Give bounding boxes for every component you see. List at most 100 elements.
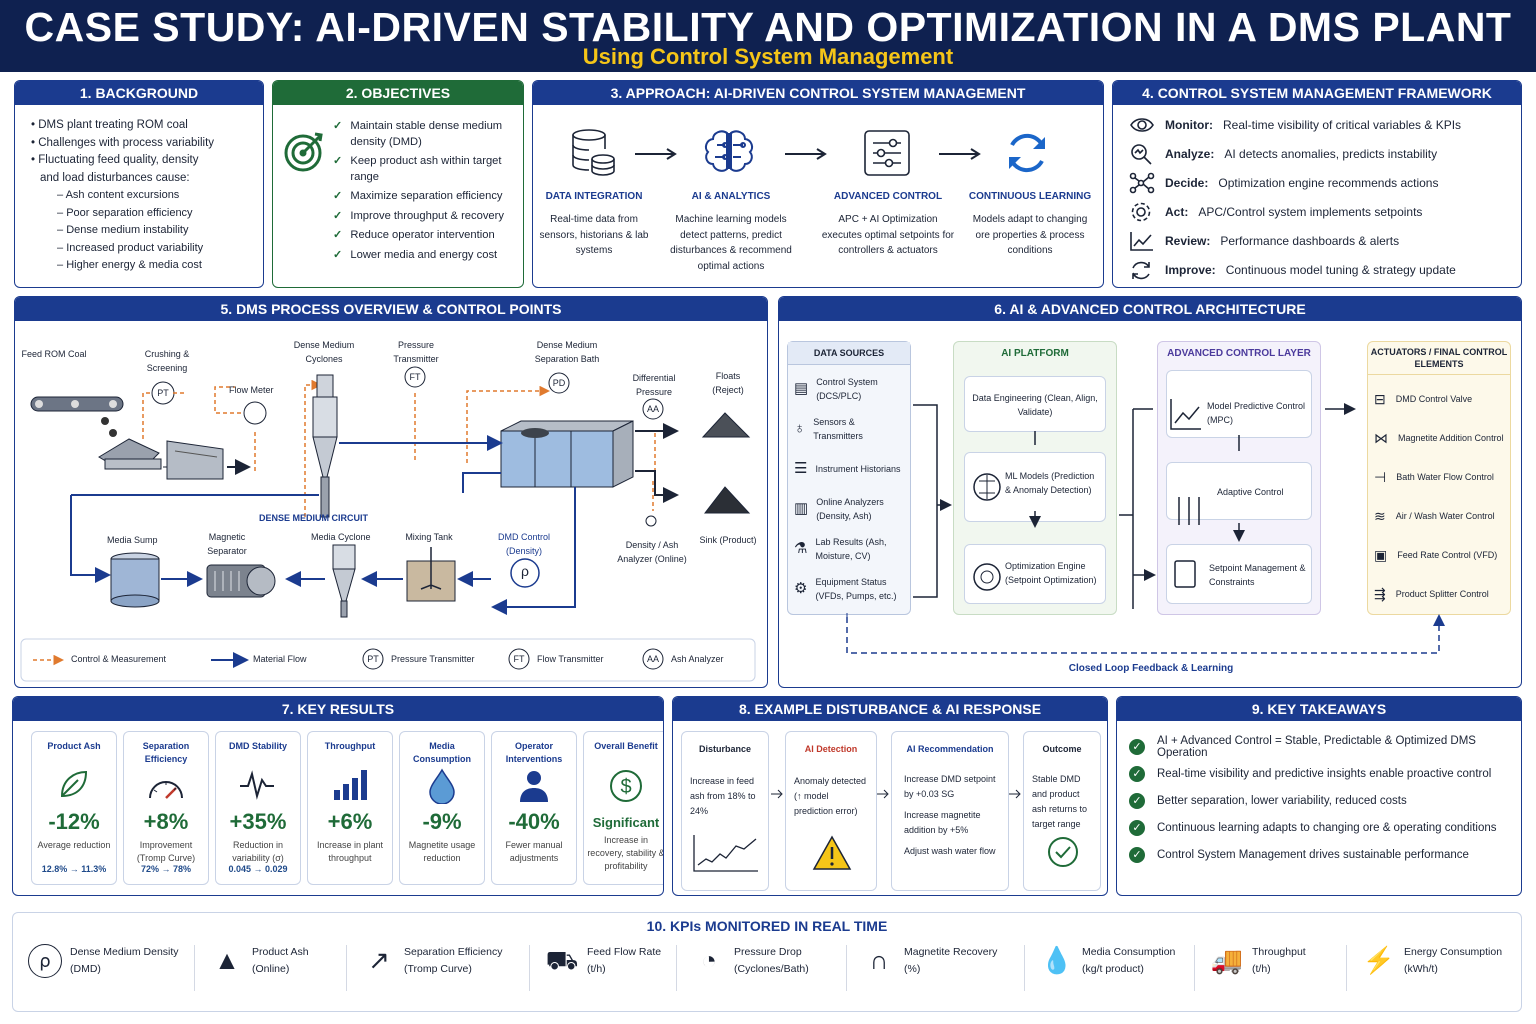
media-cyclone-label: Media Cyclone bbox=[311, 532, 371, 542]
kpi-panel bbox=[12, 912, 1522, 1012]
mixing-tank-icon bbox=[406, 547, 456, 602]
result-value: Significant bbox=[592, 815, 660, 830]
result-heading: Product Ash bbox=[47, 741, 101, 751]
result-heading: DMD Stability bbox=[228, 741, 287, 751]
legend-pt: Pressure Transmitter bbox=[391, 654, 475, 664]
aa-tag: AA bbox=[646, 404, 659, 414]
legend-pt-tag: PT bbox=[367, 654, 379, 664]
arrow-icon bbox=[939, 148, 981, 160]
gear-icon bbox=[1131, 202, 1151, 221]
magnetic-separator-icon bbox=[206, 564, 276, 598]
data-sources-box: DATA SOURCES ▤Control System (DCS/PLC) ♁… bbox=[787, 341, 911, 615]
approach-panel: 3. APPROACH: AI-DRIVEN CONTROL SYSTEM MA… bbox=[532, 80, 1104, 288]
legend-material: Material Flow bbox=[253, 654, 307, 664]
media-cyclone-icon bbox=[332, 544, 356, 618]
result-figure: 72% → 78% bbox=[140, 864, 192, 874]
background-item: • DMS plant treating ROM coal bbox=[31, 119, 188, 131]
results-title: 7. KEY RESULTS bbox=[13, 697, 663, 721]
legend-ft-tag: FT bbox=[513, 654, 525, 664]
database-icon bbox=[572, 129, 615, 176]
objective-item: ✓Keep product ash within target range bbox=[333, 155, 502, 183]
result-value: +8% bbox=[143, 809, 189, 834]
cyclones-label: Dense Medium Cyclones bbox=[293, 340, 355, 364]
crushing-label: Crushing & Screening bbox=[144, 349, 190, 373]
source-item: ⚙Equipment Status (VFDs, Pumps, etc.) bbox=[794, 577, 897, 601]
feedback-label: Closed Loop Feedback & Learning bbox=[1068, 663, 1234, 674]
actuator-item: ⋈Magnetite Addition Control bbox=[1374, 429, 1504, 446]
waveform-icon bbox=[240, 770, 274, 800]
actuator-item: ⊣Bath Water Flow Control bbox=[1374, 468, 1494, 485]
cycle-icon bbox=[1132, 261, 1150, 279]
actuator-item: ≋Air / Wash Water Control bbox=[1374, 507, 1495, 524]
takeaway-item: ✓Better separation, lower variability, r… bbox=[1129, 787, 1519, 814]
kpi-item: ⚡Energy Consumption(kWh/t) bbox=[1362, 944, 1502, 978]
background-item: • Fluctuating feed quality, density bbox=[31, 154, 199, 166]
disturbance-title: 8. EXAMPLE DISTURBANCE & AI RESPONSE bbox=[673, 697, 1107, 721]
legend-aa: Ash Analyzer bbox=[671, 654, 724, 664]
media-sump-label: Media Sump bbox=[107, 535, 158, 545]
header-banner: CASE STUDY: AI-DRIVEN STABILITY AND OPTI… bbox=[0, 0, 1536, 72]
objective-item: ✓Improve throughput & recovery bbox=[333, 209, 504, 222]
background-item: • Challenges with process variability bbox=[31, 136, 215, 149]
feed-label: Feed ROM Coal bbox=[21, 349, 87, 359]
ft-tag: FT bbox=[409, 372, 421, 382]
magnet-icon: ∩ bbox=[869, 945, 889, 975]
adaptive-control-card: Adaptive Control bbox=[1166, 462, 1312, 520]
takeaway-item: ✓Real-time visibility and predictive ins… bbox=[1129, 760, 1519, 787]
truck-icon: 🚚 bbox=[1210, 945, 1244, 975]
result-value: -40% bbox=[508, 809, 560, 834]
background-title: 1. BACKGROUND bbox=[15, 81, 263, 105]
framework-row-improve: Improve:Continuous model tuning & strate… bbox=[1129, 255, 1517, 284]
result-description: Increase in recovery, stability & profit… bbox=[587, 835, 664, 871]
svg-text:$: $ bbox=[620, 776, 631, 798]
actuator-item: ⊟DMD Control Valve bbox=[1374, 390, 1473, 407]
leaf-icon bbox=[60, 770, 88, 798]
architecture-panel: 6. AI & ADVANCED CONTROL ARCHITECTURE DA… bbox=[778, 296, 1522, 688]
rising-chart-icon bbox=[693, 835, 758, 872]
actuator-item: ▣Feed Rate Control (VFD) bbox=[1374, 546, 1498, 563]
gauge-icon: ◔ bbox=[701, 945, 717, 975]
process-panel: 5. DMS PROCESS OVERVIEW & CONTROL POINTS bbox=[14, 296, 768, 688]
dmd-control-label: DMD Control (Density) bbox=[497, 532, 550, 556]
objectives-panel: 2. OBJECTIVES ✓Maintain stable dense med… bbox=[272, 80, 524, 288]
results-panel: 7. KEY RESULTS Product Ash -12% Average … bbox=[12, 696, 664, 896]
framework-row-analyze: Analyze:AI detects anomalies, predicts i… bbox=[1129, 139, 1517, 168]
result-value: -12% bbox=[48, 809, 100, 834]
result-value: +6% bbox=[327, 809, 373, 834]
architecture-title: 6. AI & ADVANCED CONTROL ARCHITECTURE bbox=[779, 297, 1521, 321]
bar-chart-icon bbox=[334, 770, 367, 800]
floats-pile-icon bbox=[701, 412, 751, 438]
kpi-item: ▲Product Ash(Online) bbox=[210, 944, 309, 978]
media-sump-icon bbox=[110, 552, 160, 608]
kpi-item: ⍴Dense Medium Density(DMD) bbox=[28, 944, 179, 978]
arrow-icon bbox=[1009, 789, 1021, 799]
legend-aa-tag: AA bbox=[646, 654, 659, 664]
arrow-icon bbox=[785, 148, 827, 160]
background-subitem: – Dense medium instability bbox=[57, 224, 189, 236]
kpi-item: ∩Magnetite Recovery(%) bbox=[862, 944, 998, 978]
density-icon: ⍴ bbox=[28, 944, 62, 978]
magnifier-icon bbox=[1131, 143, 1152, 165]
page-title: CASE STUDY: AI-DRIVEN STABILITY AND OPTI… bbox=[24, 4, 1512, 50]
result-figure: 0.045 → 0.029 bbox=[228, 864, 288, 874]
magnetic-separator-label: Magnetic Separator bbox=[207, 532, 247, 556]
eye-icon bbox=[1130, 117, 1154, 132]
result-heading: Overall Benefit bbox=[594, 741, 658, 751]
result-heading: Media Consumption bbox=[413, 741, 471, 764]
background-subitem: – Poor separation efficiency bbox=[57, 206, 193, 219]
result-heading: Throughput bbox=[324, 741, 376, 751]
takeaways-panel: 9. KEY TAKEAWAYS ✓AI + Advanced Control … bbox=[1116, 696, 1522, 896]
sliders-icon bbox=[864, 130, 910, 176]
page-subtitle: Using Control System Management bbox=[582, 44, 954, 69]
lightning-icon: ⚡ bbox=[1362, 945, 1396, 975]
dollar-icon: $ bbox=[610, 770, 642, 802]
pd-tag: PD bbox=[552, 378, 566, 388]
brain-icon bbox=[704, 130, 754, 172]
sink-pile-icon bbox=[703, 486, 751, 514]
arrow-icon bbox=[635, 148, 677, 160]
result-figure: 12.8% → 11.3% bbox=[41, 864, 107, 874]
conveyor-icon: ⛟ bbox=[545, 945, 579, 975]
kpi-item: 🚚Throughput(t/h) bbox=[1210, 944, 1306, 978]
